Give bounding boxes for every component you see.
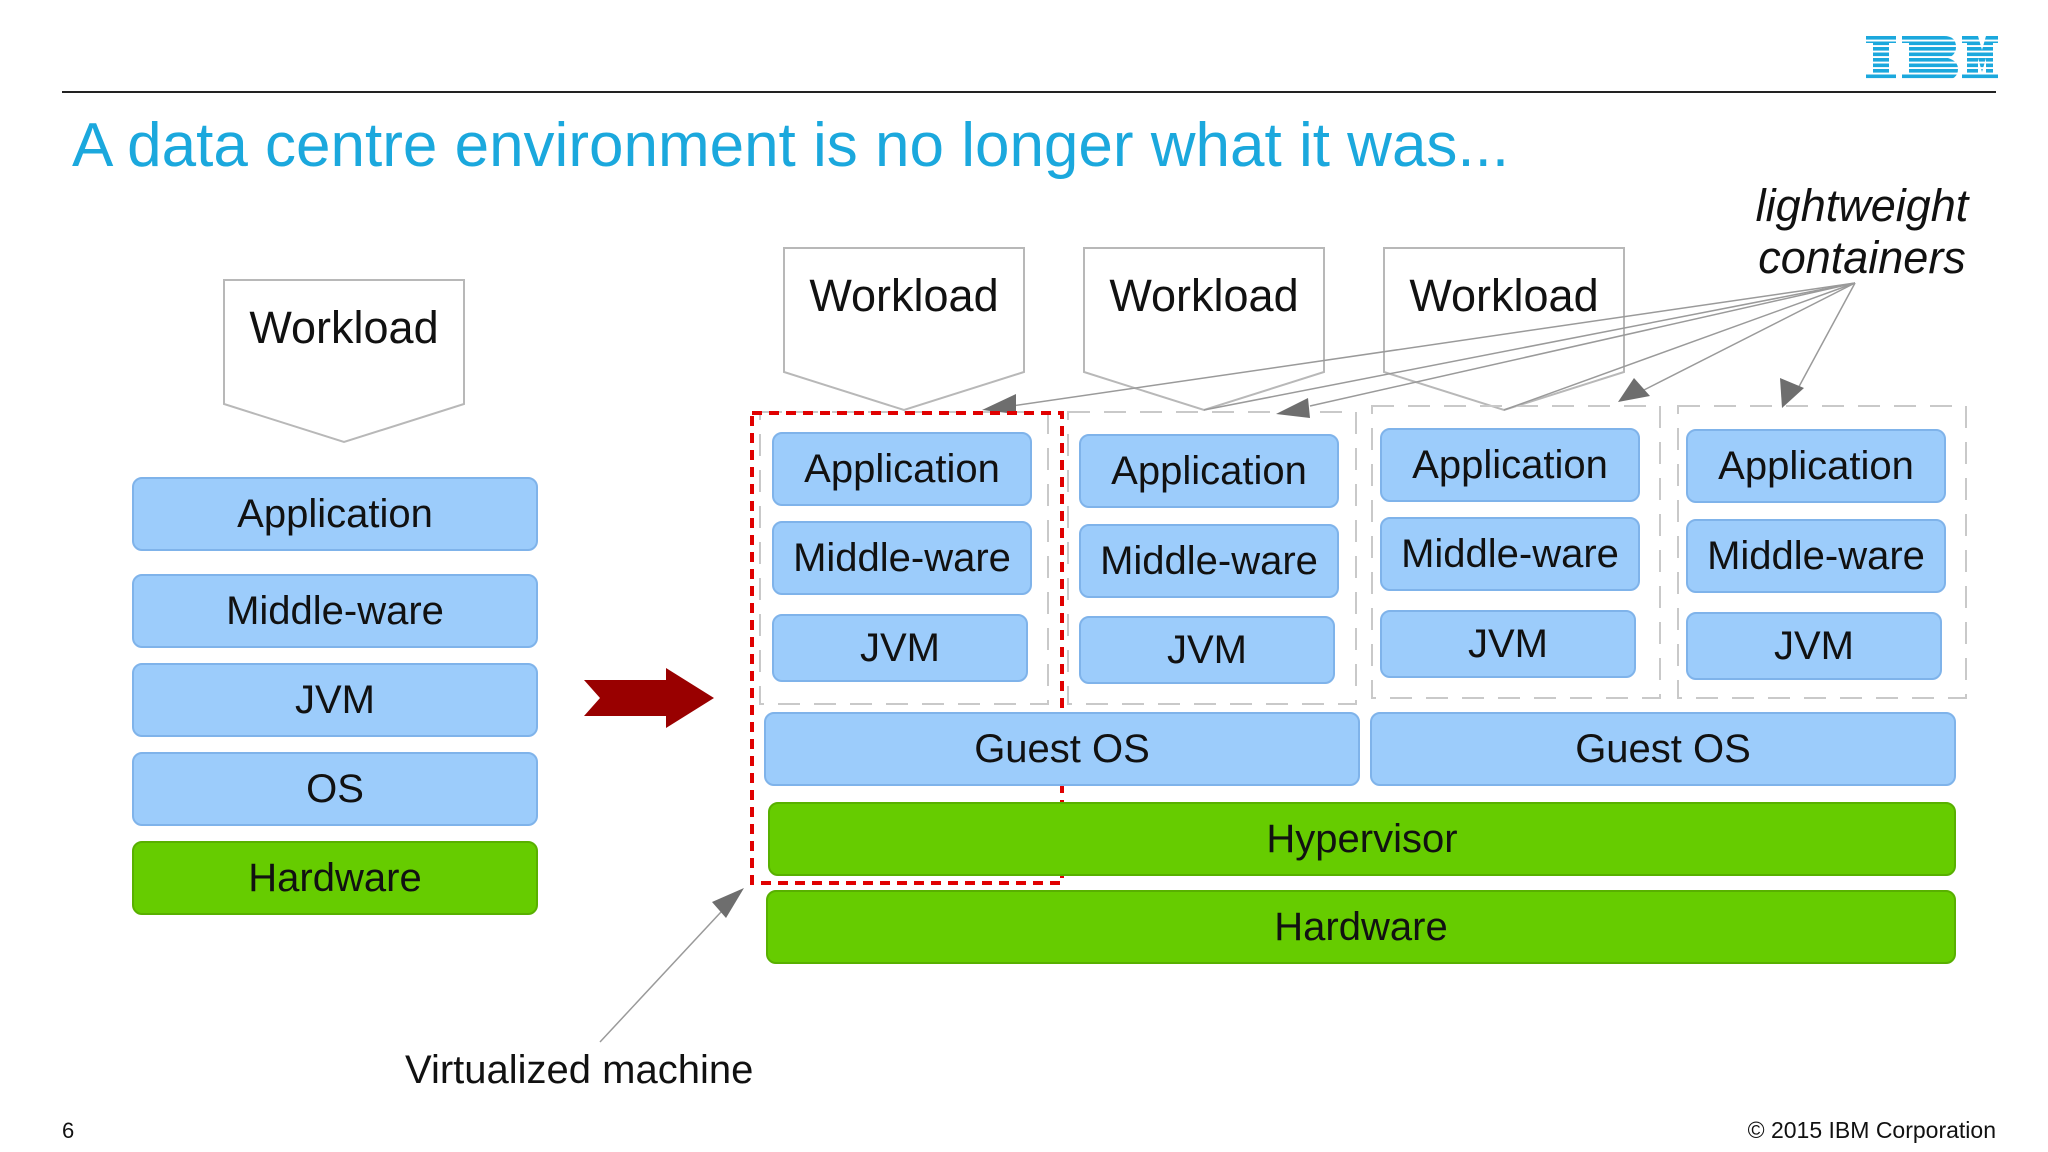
container-3-application: Application <box>1380 428 1640 502</box>
left-middleware-layer: Middle-ware <box>132 574 538 648</box>
guest-os-layer-2: Guest OS <box>1370 712 1956 786</box>
container-2-jvm: JVM <box>1079 616 1335 684</box>
page-number: 6 <box>62 1118 75 1143</box>
container-4-jvm: JVM <box>1686 612 1942 680</box>
left-hardware-layer: Hardware <box>132 841 538 915</box>
container-3-jvm: JVM <box>1380 610 1636 678</box>
container-4-middleware: Middle-ware <box>1686 519 1946 593</box>
hypervisor-layer: Hypervisor <box>768 802 1956 876</box>
pointer-arrowhead-1 <box>982 394 1016 414</box>
guest-os-layer-1: Guest OS <box>764 712 1360 786</box>
container-outline-2 <box>1067 411 1357 705</box>
container-3-middleware: Middle-ware <box>1380 517 1640 591</box>
lightweight-containers-label: lightweight containers <box>1755 180 1969 283</box>
header-rule <box>62 91 1996 93</box>
copyright-notice: © 2015 IBM Corporation <box>1747 1117 1996 1143</box>
right-workload-label-1: Workload <box>809 270 999 321</box>
left-application-layer: Application <box>132 477 538 551</box>
container-2-middleware: Middle-ware <box>1079 524 1339 598</box>
container-1-application: Application <box>772 432 1032 506</box>
right-workload-shape-1 <box>783 247 1025 412</box>
right-hardware-layer: Hardware <box>766 890 1956 964</box>
slide-title: A data centre environment is no longer w… <box>72 111 1510 180</box>
ibm-logo-icon <box>1866 36 1998 80</box>
left-workload-label: Workload <box>249 302 439 353</box>
left-workload-shape <box>223 279 465 444</box>
container-4-application: Application <box>1686 429 1946 503</box>
pointer-arrowhead-3 <box>1618 378 1650 402</box>
vm-pointer-arrowhead <box>712 888 744 918</box>
container-outline-1 <box>759 411 1049 705</box>
virtualized-machine-highlight <box>750 411 1064 885</box>
container-1-middleware: Middle-ware <box>772 521 1032 595</box>
pointer-arrowhead-4 <box>1780 378 1804 408</box>
right-workload-label-3: Workload <box>1409 270 1599 321</box>
container-2-application: Application <box>1079 434 1339 508</box>
left-os-layer: OS <box>132 752 538 826</box>
transition-arrow-icon <box>584 668 714 728</box>
container-1-jvm: JVM <box>772 614 1028 682</box>
container-outline-4 <box>1677 405 1967 699</box>
right-workload-label-2: Workload <box>1109 270 1299 321</box>
pointer-arrowhead-2 <box>1276 398 1310 418</box>
left-jvm-layer: JVM <box>132 663 538 737</box>
virtualized-machine-label: Virtualized machine <box>405 1048 754 1092</box>
